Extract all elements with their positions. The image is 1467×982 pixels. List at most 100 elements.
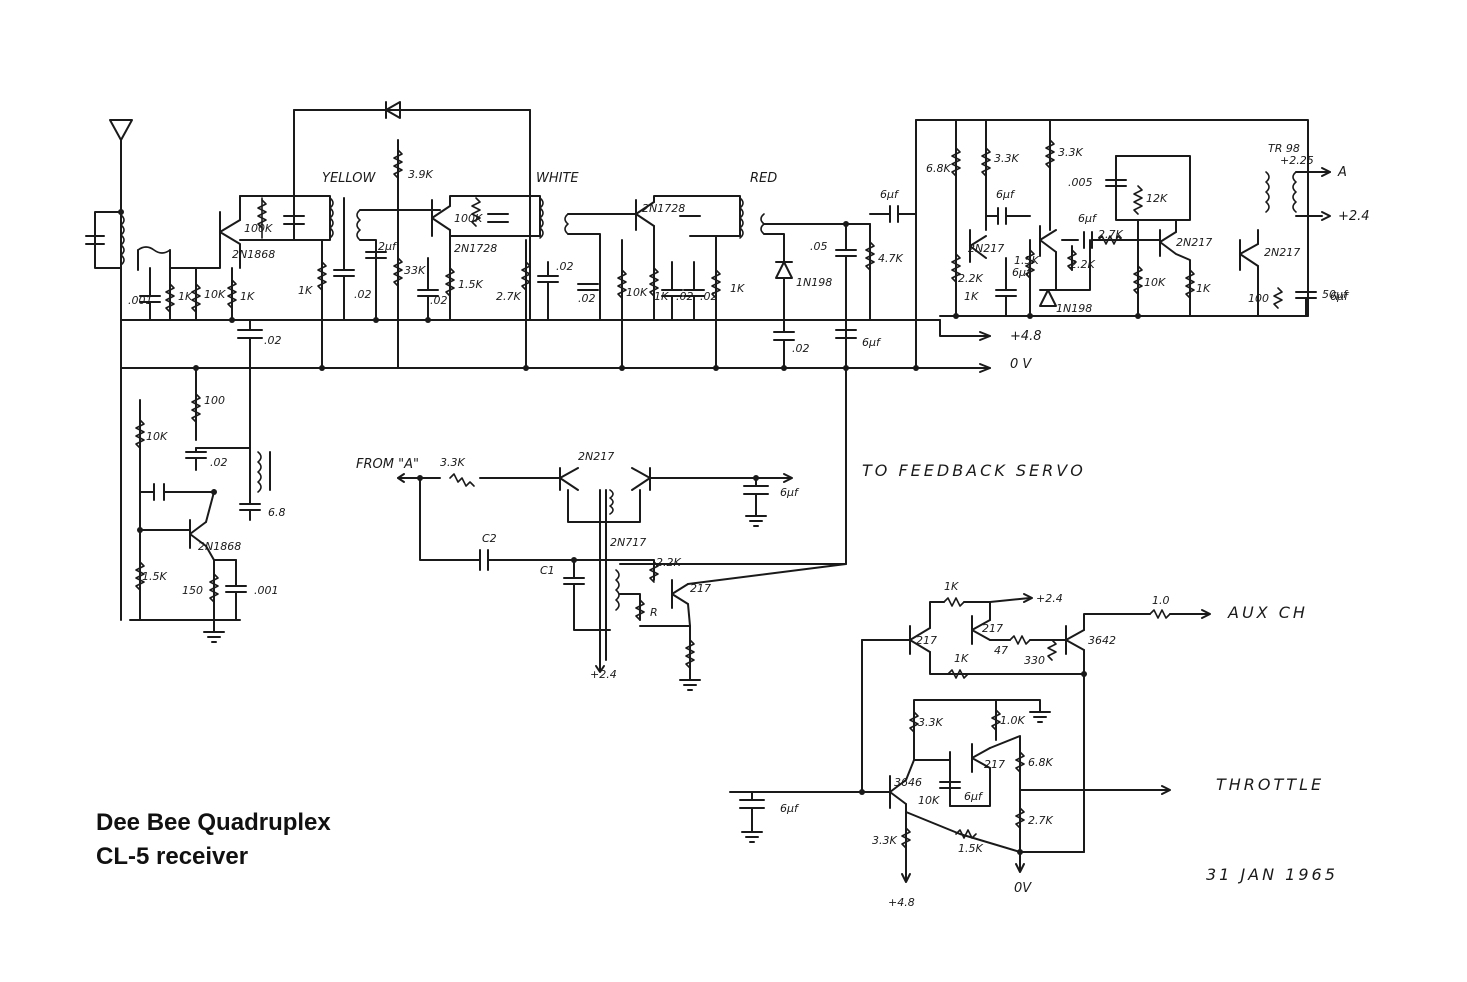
diode-top bbox=[385, 101, 401, 119]
label-r-15k-b: 1.5K bbox=[1014, 254, 1039, 267]
label-r-1k-f: 1K bbox=[964, 290, 979, 303]
label-c-02-f: .02 bbox=[676, 290, 694, 303]
label-c-6uf-c: 6μf bbox=[996, 188, 1016, 201]
label-r-27k-a: 2.7K bbox=[496, 290, 521, 303]
stage-labels: YELLOW WHITE RED TO FEEDBACK SERVO FROM … bbox=[322, 142, 1370, 909]
label-c-6uf-b: 6μf bbox=[880, 188, 900, 201]
label-r-39k: 3.9K bbox=[408, 168, 433, 181]
oscillator-section bbox=[129, 365, 271, 643]
label-r-10k-d: 10K bbox=[146, 430, 168, 443]
label-plus-48: +4.8 bbox=[1010, 329, 1042, 344]
label-r-15k-d: 1.5K bbox=[958, 842, 983, 855]
label-q3: 2N1728 bbox=[642, 202, 685, 215]
label-white: WHITE bbox=[536, 171, 579, 186]
label-r-1k-e: 1K bbox=[730, 282, 745, 295]
servo-section bbox=[397, 467, 847, 691]
label-r-15k-a: 1.5K bbox=[458, 278, 483, 291]
label-c-50uf: 50μf bbox=[1322, 288, 1349, 301]
label-c-6uf-d: 6μf bbox=[1078, 212, 1098, 225]
diode-1n198-b bbox=[1039, 289, 1057, 307]
label-r-10k-a: 10K bbox=[204, 288, 226, 301]
label-c-6uf-a: 6μf bbox=[862, 336, 882, 349]
label-r-15k-c: 1.5K bbox=[142, 570, 167, 583]
label-q15: 217 bbox=[984, 758, 1005, 771]
label-r-12k: 12K bbox=[1146, 192, 1168, 205]
label-r-22k-b: 2.2K bbox=[1070, 258, 1095, 271]
label-r-47: 47 bbox=[994, 644, 1008, 657]
label-output-a: A bbox=[1337, 165, 1347, 180]
label-c-c1: C1 bbox=[540, 564, 555, 577]
label-q8: 2N217 bbox=[578, 450, 614, 463]
caption-subtitle: CL-5 receiver bbox=[96, 843, 248, 870]
label-c-001-b: .001 bbox=[254, 584, 279, 597]
label-plus-48-throttle: +4.8 bbox=[888, 896, 915, 909]
antenna-icon bbox=[109, 119, 133, 213]
label-q10: 217 bbox=[690, 582, 711, 595]
label-q2: 2N1728 bbox=[454, 242, 497, 255]
label-r-100-b: 100 bbox=[204, 394, 225, 407]
label-q11: 217 bbox=[916, 634, 937, 647]
date-label: 31 JAN 1965 bbox=[1206, 865, 1338, 884]
label-output-24: +2.4 bbox=[1338, 209, 1370, 224]
label-c-6uf-f: 6μf bbox=[780, 486, 800, 499]
label-c-02-a: .02 bbox=[264, 334, 282, 347]
label-r-22k-a: 2.2K bbox=[958, 272, 983, 285]
label-d2: 1N198 bbox=[1056, 302, 1092, 315]
throttle-section bbox=[729, 699, 1171, 883]
label-c-02-i: .02 bbox=[210, 456, 228, 469]
label-r-33k-d: 3.3K bbox=[918, 716, 943, 729]
component-labels: 2N1868 2N1728 2N1728 2N217 2N217 2N217 2… bbox=[128, 146, 1350, 855]
label-from-a: FROM "A" bbox=[356, 457, 419, 472]
label-c-02-h: .02 bbox=[792, 342, 810, 355]
label-c-6uf-e: 6μf bbox=[1012, 266, 1032, 279]
label-r-1k-c: 1K bbox=[298, 284, 313, 297]
label-c-005: .005 bbox=[1068, 176, 1093, 189]
label-c-001-a: .001 bbox=[128, 294, 153, 307]
label-one-oh: 1.0 bbox=[1152, 594, 1170, 607]
label-r-R: R bbox=[650, 606, 658, 619]
label-q7: 2N1868 bbox=[198, 540, 241, 553]
label-q6: 2N217 bbox=[1264, 246, 1300, 259]
label-zero-v: 0 V bbox=[1010, 357, 1032, 372]
label-plus-24-servo: +2.4 bbox=[590, 668, 617, 681]
label-r-100k-a: 100K bbox=[244, 222, 273, 235]
label-r-1k-b: 1K bbox=[240, 290, 255, 303]
label-c-6uf-h: 6μf bbox=[964, 790, 984, 803]
label-c-6uf-g: 6μf bbox=[780, 802, 800, 815]
label-r-10k-c: 10K bbox=[1144, 276, 1166, 289]
label-c-05: .05 bbox=[810, 240, 828, 253]
label-r-1k-d: 1K bbox=[654, 290, 669, 303]
label-d1: 1N198 bbox=[796, 276, 832, 289]
label-feedback-servo: TO FEEDBACK SERVO bbox=[862, 461, 1086, 480]
label-r-1k-a: 1K bbox=[178, 290, 193, 303]
label-r-33k-c: 3.3K bbox=[440, 456, 465, 469]
label-c-02-g: .02 bbox=[700, 290, 718, 303]
label-r-330: 330 bbox=[1024, 654, 1045, 667]
label-tr98: TR 98 bbox=[1268, 142, 1300, 155]
label-c-02-b: .02 bbox=[354, 288, 372, 301]
label-plus-24-aux: +2.4 bbox=[1036, 592, 1063, 605]
label-c-02-c: .02 bbox=[430, 294, 448, 307]
label-c-02-e: .02 bbox=[578, 292, 596, 305]
caption-title: Dee Bee Quadruplex bbox=[96, 809, 331, 836]
label-r-33k-a: 3.3K bbox=[994, 152, 1019, 165]
label-zero-v-throttle: 0V bbox=[1014, 881, 1032, 896]
label-r-10k-f: 10K bbox=[918, 794, 940, 807]
label-q12: 217 bbox=[982, 622, 1003, 635]
label-c-2uf: 2μf bbox=[378, 240, 398, 253]
junctions bbox=[229, 313, 1141, 371]
audio-section bbox=[915, 119, 1331, 373]
label-r-1k-g: 1K bbox=[1196, 282, 1211, 295]
label-q13: 3642 bbox=[1088, 634, 1116, 647]
label-q4: 2N217 bbox=[968, 242, 1004, 255]
label-r-1k-i: 1K bbox=[954, 652, 969, 665]
label-c-c2: C2 bbox=[482, 532, 497, 545]
label-r-47k: 4.7K bbox=[878, 252, 903, 265]
label-throttle: THROTTLE bbox=[1216, 775, 1324, 794]
label-r-68k-a: 6.8K bbox=[926, 162, 951, 175]
label-r-33k: 33K bbox=[404, 264, 426, 277]
label-yellow: YELLOW bbox=[322, 171, 376, 186]
label-r-27k-b: 2.7K bbox=[1098, 228, 1123, 241]
label-r-100-a: 100 bbox=[1248, 292, 1269, 305]
